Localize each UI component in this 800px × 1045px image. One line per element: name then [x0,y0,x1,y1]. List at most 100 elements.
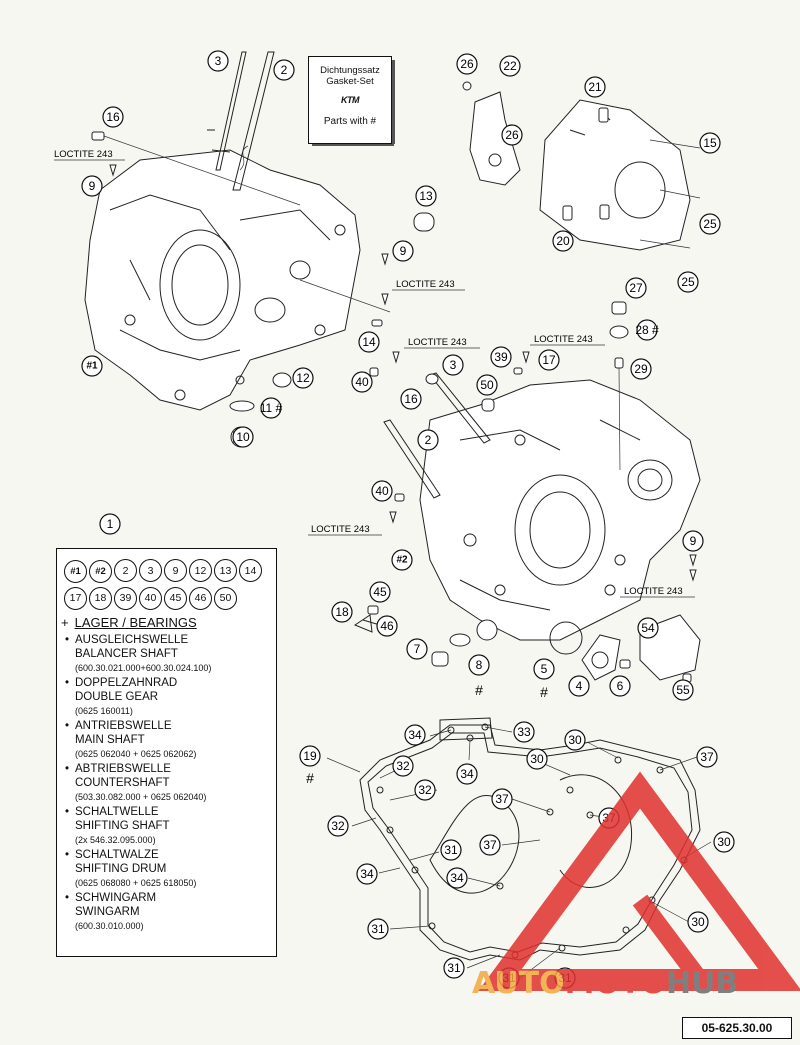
legend-heading: +LAGER / BEARINGS [61,615,197,630]
legend-chip: 12 [189,559,212,582]
svg-text:34: 34 [408,728,422,742]
legend-item-name-de: ABTRIEBSWELLE [75,763,171,775]
brand-logo: KTM [341,95,360,105]
callout-31: 31 [440,839,462,861]
legend-item-name-de: DOPPELZAHNRAD [75,677,178,689]
loctite-label: LOCTITE 243 [624,586,683,597]
svg-text:34: 34 [450,871,464,885]
svg-text:46: 46 [380,619,394,633]
callout-34: 34 [356,863,378,885]
legend-item-name-de: SCHWINGARM [75,892,157,904]
callout-26: 26 [501,124,523,146]
callout-31: 31 [443,957,465,979]
legend-item-name-en: SHIFTING SHAFT [75,820,170,832]
callout-6: 6 [609,675,631,697]
callout-45: 45 [369,581,391,603]
callout-1: #1 [81,355,103,377]
callout-31: 31 [367,918,389,940]
svg-text:1: 1 [107,517,114,531]
bullet-icon: • [65,634,70,646]
callout-26: 26 [456,53,478,75]
svg-text:9: 9 [690,534,697,548]
callout-27: 27 [625,277,647,299]
callout-13: 13 [415,185,437,207]
watermark-part2: MOTO [565,966,666,1001]
svg-text:18: 18 [335,605,349,619]
callout-20: 20 [552,230,574,252]
svg-text:13: 13 [419,189,433,203]
callout-40: 40 [371,480,393,502]
gasket-set-title-de: Dichtungssatz [320,65,380,76]
right-crankcase-drawing [419,379,701,641]
svg-text:45: 45 [373,585,387,599]
callout-25: 25 [677,271,699,293]
callout-: # [475,682,483,698]
svg-text:50: 50 [480,378,494,392]
svg-text:16: 16 [404,392,418,406]
callout-37: 37 [479,834,501,856]
legend-chip: #1 [64,559,87,583]
svg-text:31: 31 [447,961,461,975]
svg-text:26: 26 [460,57,474,71]
svg-text:25: 25 [703,217,717,231]
callout-2: #2 [391,549,413,571]
gasket-set-title-en: Gasket-Set [326,76,374,87]
svg-text:29: 29 [634,362,648,376]
callout-37: 37 [491,788,513,810]
callout-46: 46 [376,615,398,637]
watermark-part1: AUTO [472,966,565,1001]
upper-shafts-drawing [207,51,275,191]
svg-text:17: 17 [542,353,556,367]
callout-: # [540,684,548,700]
callout-11: 11 # [260,397,283,419]
svg-text:14: 14 [362,335,376,349]
svg-text:9: 9 [400,244,407,258]
callout-30: 30 [564,729,586,751]
legend-chip: 50 [214,586,237,610]
gasket-set-box: Dichtungssatz Gasket-Set KTM Parts with … [308,56,395,146]
loctite-label: LOCTITE 243 [534,334,593,345]
loctite-label: LOCTITE 243 [54,149,113,160]
callout-32: 32 [414,779,436,801]
svg-text:40: 40 [355,375,369,389]
svg-text:54: 54 [641,621,655,635]
legend-chip: 3 [139,559,162,582]
bullet-icon: • [65,763,70,775]
automotohub-watermark: AUTOMOTOHUB [472,771,800,1001]
svg-text:12: 12 [296,371,310,385]
loctite-label: LOCTITE 243 [311,524,370,535]
callout-30: 30 [687,911,709,933]
svg-text:7: 7 [414,642,421,656]
callout-14: 14 [358,331,380,353]
legend-chip: 18 [89,586,112,610]
callout-28: 28 # [635,319,659,341]
svg-text:33: 33 [517,725,531,739]
upper-right-parts [462,81,701,251]
callout-18: 18 [331,601,353,623]
watermark-part3: HUB [666,966,738,1001]
callout-33: 33 [513,721,535,743]
bullet-icon: • [65,849,70,861]
legend-chip: #2 [89,559,112,583]
callout-37: 37 [696,746,718,768]
callout-2: 2 [273,59,295,81]
legend-chip: 2 [114,559,137,582]
legend-item-part-number: (600.30.010.000) [75,921,144,931]
parts-with-hash-label: Parts with # [323,116,377,127]
svg-text:55: 55 [676,683,690,697]
svg-text:30: 30 [691,915,705,929]
svg-text:32: 32 [331,819,345,833]
svg-text:32: 32 [418,783,432,797]
legend-item-name-de: AUSGLEICHSWELLE [75,634,189,646]
legend-item-name-de: SCHALTWELLE [75,806,159,818]
loctite-label: LOCTITE 243 [396,279,455,290]
svg-text:37: 37 [483,838,497,852]
